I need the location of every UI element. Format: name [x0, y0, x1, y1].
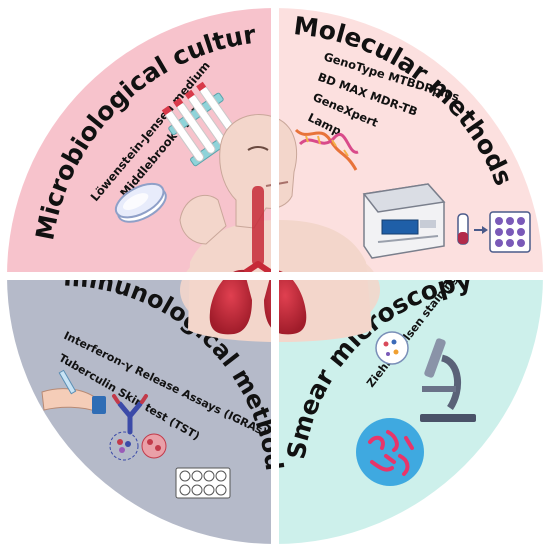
arm-injection-icon — [41, 369, 106, 414]
dna-helix-icon — [294, 128, 359, 171]
bacteria-icon — [356, 418, 424, 486]
microscope-icon — [375, 331, 476, 422]
well-plate-grid-icon — [175, 467, 231, 499]
cells-icon — [109, 431, 167, 461]
pcr-machine-icon — [362, 183, 446, 259]
well-plate-icon — [457, 211, 531, 253]
petri-dish-icon — [114, 182, 167, 223]
antibody-icon — [112, 394, 148, 435]
